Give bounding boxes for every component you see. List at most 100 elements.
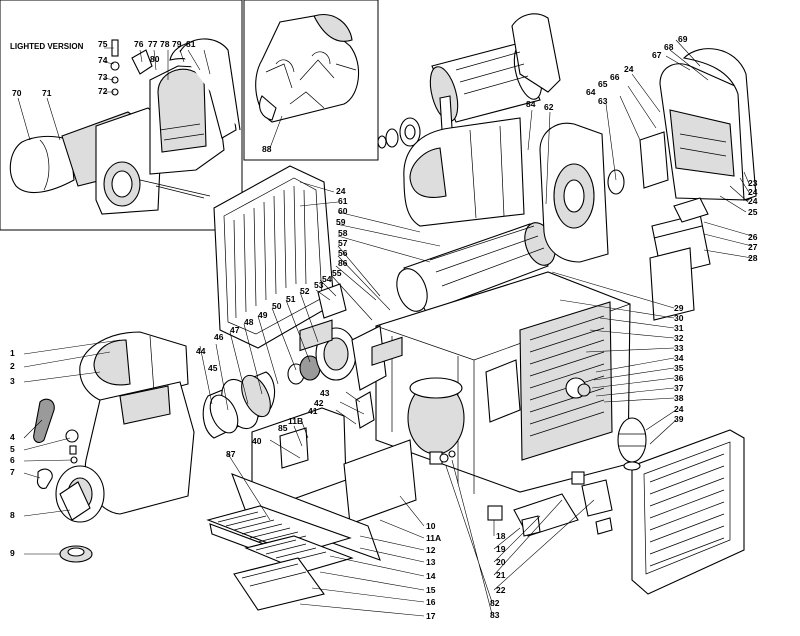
- callouts-top-right: 69 68 67 24 66 65 64 63 62 84 23 24 24 2…: [526, 34, 758, 263]
- callout-71: 71: [42, 88, 52, 98]
- callout-76: 76: [134, 39, 144, 49]
- callout-42: 42: [314, 398, 324, 408]
- callout-13: 13: [426, 557, 436, 567]
- callout-48: 48: [244, 317, 254, 327]
- callout-27: 27: [748, 242, 758, 252]
- callout-56: 56: [338, 248, 348, 258]
- callout-88: 88: [262, 144, 272, 154]
- callout-14: 14: [426, 571, 436, 581]
- callout-43: 43: [320, 388, 330, 398]
- callout-3: 3: [10, 376, 15, 386]
- callout-54: 54: [322, 274, 332, 284]
- callout-24d: 24: [336, 186, 346, 196]
- callout-83: 83: [490, 610, 500, 620]
- callout-21: 21: [496, 570, 506, 580]
- callout-17: 17: [426, 611, 436, 621]
- machine-frame: [375, 271, 631, 521]
- callout-80: 80: [150, 54, 160, 64]
- callout-22: 22: [496, 585, 506, 595]
- callout-28: 28: [748, 253, 758, 263]
- callout-37: 37: [674, 383, 684, 393]
- callout-84: 84: [526, 99, 536, 109]
- callout-85: 85: [278, 423, 288, 433]
- callout-60: 60: [338, 206, 348, 216]
- callouts-bottom: 10 11A 12 13 14 15 16 17 18 19 20 21 22 …: [426, 521, 506, 621]
- callout-5: 5: [10, 444, 15, 454]
- callout-40: 40: [252, 436, 262, 446]
- callout-24e: 24: [674, 404, 684, 414]
- back-panel: [213, 165, 335, 349]
- callout-69: 69: [678, 34, 688, 44]
- callout-39: 39: [674, 414, 684, 424]
- callout-33: 33: [674, 343, 684, 353]
- callout-55: 55: [332, 268, 342, 278]
- callout-70: 70: [12, 88, 22, 98]
- callout-20: 20: [496, 557, 506, 567]
- callout-35: 35: [674, 363, 684, 373]
- callout-68: 68: [664, 42, 674, 52]
- leader-lines: [23, 39, 753, 617]
- callout-31: 31: [674, 323, 684, 333]
- callout-81: 81: [186, 39, 196, 49]
- callout-2: 2: [10, 361, 15, 371]
- rear-drum-group: [377, 13, 757, 321]
- front-bowl-group: [33, 331, 195, 563]
- callout-45: 45: [208, 363, 218, 373]
- callout-26: 26: [748, 232, 758, 242]
- callout-67: 67: [652, 50, 662, 60]
- callout-79: 79: [172, 39, 182, 49]
- callout-63: 63: [598, 96, 608, 106]
- callout-16: 16: [426, 597, 436, 607]
- callout-25: 25: [748, 207, 758, 217]
- callout-10: 10: [426, 521, 436, 531]
- callout-52: 52: [300, 286, 310, 296]
- callout-6: 6: [10, 455, 15, 465]
- callout-47: 47: [230, 325, 240, 335]
- callout-12: 12: [426, 545, 436, 555]
- callout-61: 61: [338, 196, 348, 206]
- base-parts: [439, 450, 613, 537]
- callout-87: 87: [226, 449, 236, 459]
- callout-75: 75: [98, 39, 108, 49]
- callout-65: 65: [598, 79, 608, 89]
- callout-72: 72: [98, 86, 108, 96]
- callout-18: 18: [496, 531, 506, 541]
- inset-auger-detail: 88: [243, 0, 379, 161]
- callout-64: 64: [586, 87, 596, 97]
- callout-46: 46: [214, 332, 224, 342]
- callouts-middle: 24 61 60 59 58 57 56 86 55 54 53 52 51 5…: [196, 186, 348, 459]
- callout-38: 38: [674, 393, 684, 403]
- callout-11B: 11B: [288, 416, 303, 426]
- callout-59: 59: [336, 217, 346, 227]
- callout-53: 53: [314, 280, 324, 290]
- callout-77: 77: [148, 39, 158, 49]
- inset-lighted-version: LIGHTED VERSION 75 74 73 72 76 77 78 80 …: [0, 0, 243, 231]
- callout-7: 7: [10, 467, 15, 477]
- callout-19: 19: [496, 544, 506, 554]
- callout-23: 23: [748, 178, 758, 188]
- callout-34: 34: [674, 353, 684, 363]
- callout-44: 44: [196, 346, 206, 356]
- lighted-version-label: LIGHTED VERSION: [10, 42, 84, 51]
- callout-66: 66: [610, 72, 620, 82]
- front-auger-assembly: [202, 283, 387, 439]
- callout-73: 73: [98, 72, 108, 82]
- callout-8: 8: [10, 510, 15, 520]
- callout-82: 82: [490, 598, 500, 608]
- callout-1: 1: [10, 348, 15, 358]
- drip-trays: [206, 505, 354, 611]
- callout-24a: 24: [624, 64, 634, 74]
- side-grille-panel: [617, 417, 745, 595]
- callout-36: 36: [674, 373, 684, 383]
- callout-32: 32: [674, 333, 684, 343]
- callout-29: 29: [674, 303, 684, 313]
- callout-78: 78: [160, 39, 170, 49]
- callout-4: 4: [10, 432, 15, 442]
- callout-57: 57: [338, 238, 348, 248]
- callouts-left: 1 2 3 4 5 6 7 8 9: [10, 348, 15, 558]
- callout-51: 51: [286, 294, 296, 304]
- callout-74: 74: [98, 55, 108, 65]
- callout-41: 41: [308, 406, 318, 416]
- callout-24c: 24: [748, 196, 758, 206]
